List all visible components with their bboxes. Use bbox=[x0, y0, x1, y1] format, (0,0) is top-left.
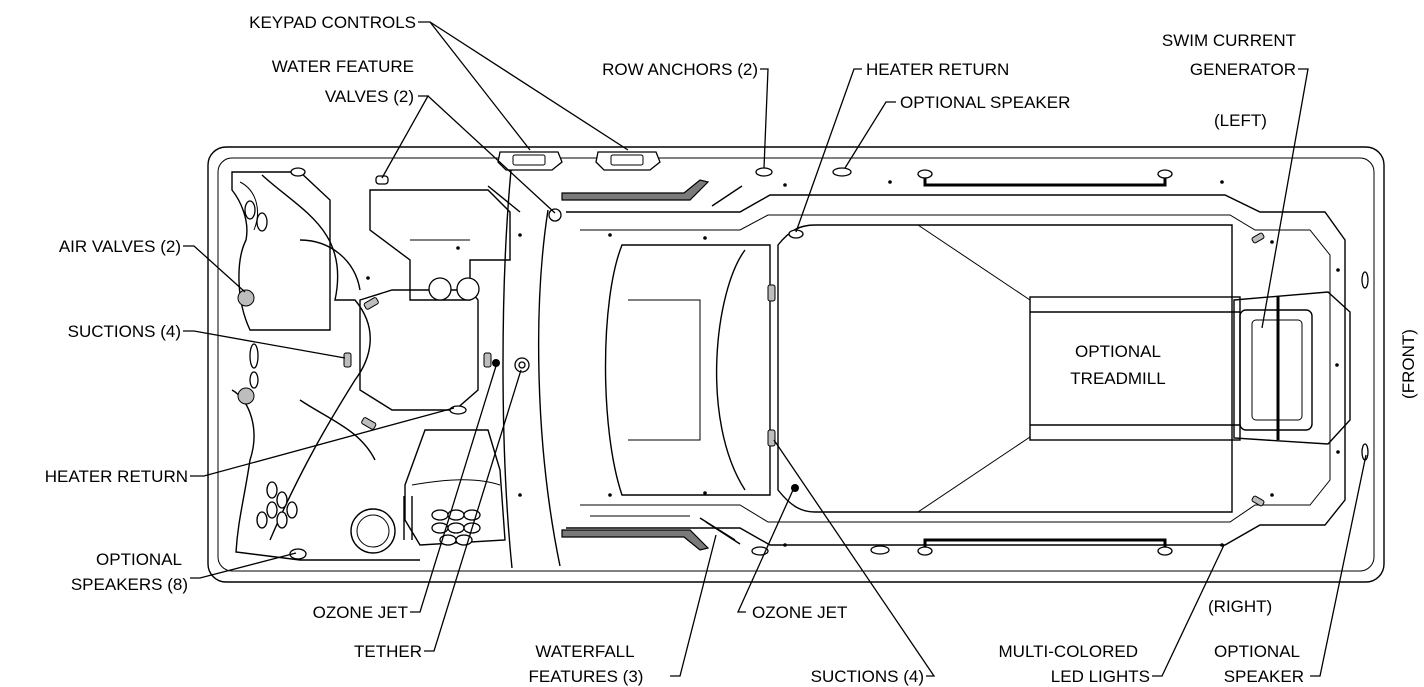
label-swim-current-1: SWIM CURRENT bbox=[1162, 31, 1296, 50]
label-water-feature-valves-2: VALVES (2) bbox=[325, 87, 414, 106]
leader-lines bbox=[183, 21, 1367, 677]
label-led-1: MULTI-COLORED bbox=[999, 642, 1138, 661]
label-right-side: (RIGHT) bbox=[1208, 597, 1272, 616]
hot-tub-section bbox=[231, 167, 562, 561]
keypad-controls bbox=[497, 151, 661, 171]
label-front-side: (FRONT) bbox=[1399, 329, 1418, 399]
label-air-valves: AIR VALVES (2) bbox=[59, 237, 181, 256]
label-optional-speaker-bottom-2: SPEAKER bbox=[1224, 667, 1304, 686]
label-ozone-jet-left: OZONE JET bbox=[313, 603, 408, 622]
label-ozone-jet-right: OZONE JET bbox=[752, 603, 847, 622]
label-water-feature-valves-1: WATER FEATURE bbox=[272, 57, 414, 76]
callout-labels: KEYPAD CONTROLS WATER FEATURE VALVES (2)… bbox=[45, 13, 1418, 686]
label-waterfall-2: FEATURES (3) bbox=[529, 667, 644, 686]
label-optional-speaker-top: OPTIONAL SPEAKER bbox=[900, 93, 1070, 112]
label-optional-speakers-1: OPTIONAL bbox=[96, 550, 182, 569]
label-row-anchors: ROW ANCHORS (2) bbox=[602, 60, 758, 79]
label-treadmill-2: TREADMILL bbox=[1070, 369, 1165, 388]
label-suctions-left: SUCTIONS (4) bbox=[68, 322, 181, 341]
label-optional-speakers-2: SPEAKERS (8) bbox=[71, 575, 188, 594]
label-heater-return-top: HEATER RETURN bbox=[866, 60, 1009, 79]
label-keypad-controls: KEYPAD CONTROLS bbox=[249, 13, 416, 32]
label-tether: TETHER bbox=[354, 642, 422, 661]
spa-outline bbox=[207, 146, 1385, 583]
label-swim-current-2: GENERATOR bbox=[1190, 60, 1296, 79]
label-waterfall-1: WATERFALL bbox=[535, 642, 634, 661]
label-led-2: LED LIGHTS bbox=[1051, 667, 1150, 686]
label-treadmill-1: OPTIONAL bbox=[1075, 342, 1161, 361]
label-optional-speaker-bottom-1: OPTIONAL bbox=[1214, 642, 1300, 661]
label-left-side: (LEFT) bbox=[1214, 111, 1267, 130]
label-heater-return-left: HEATER RETURN bbox=[45, 467, 188, 486]
label-suctions-bottom: SUCTIONS (4) bbox=[811, 667, 924, 686]
